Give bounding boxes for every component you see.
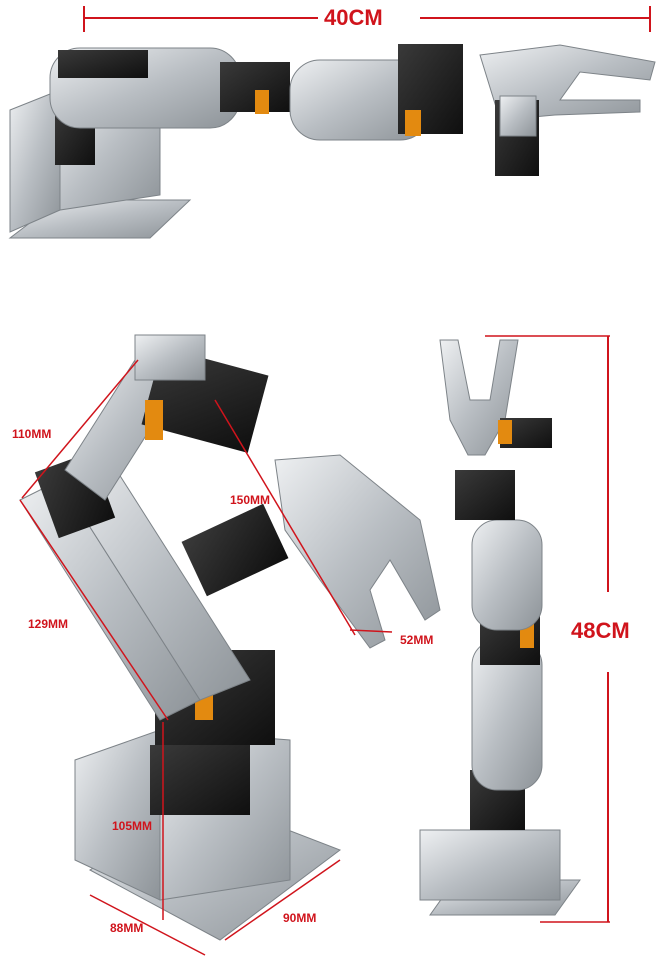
forearm-label: 129MM [28, 617, 69, 631]
robot-arm-angled-icon [19, 334, 441, 941]
height-dimension-line [485, 335, 610, 923]
gripper-reach-label: 150MM [230, 493, 271, 507]
base-width-label: 90MM [283, 911, 317, 925]
width-label: 40CM [324, 5, 383, 30]
base-height-label: 105MM [112, 819, 153, 833]
angled-arm-dimension-lines [19, 359, 393, 956]
robot-arm-vertical-icon [419, 339, 581, 916]
base-depth-label: 88MM [110, 921, 144, 935]
width-dimension-line [83, 6, 651, 32]
gripper-open-label: 52MM [400, 633, 434, 647]
robot-arm-horizontal-icon [8, 44, 656, 239]
height-label: 48CM [571, 618, 630, 643]
upper-arm-label: 110MM [12, 427, 52, 441]
